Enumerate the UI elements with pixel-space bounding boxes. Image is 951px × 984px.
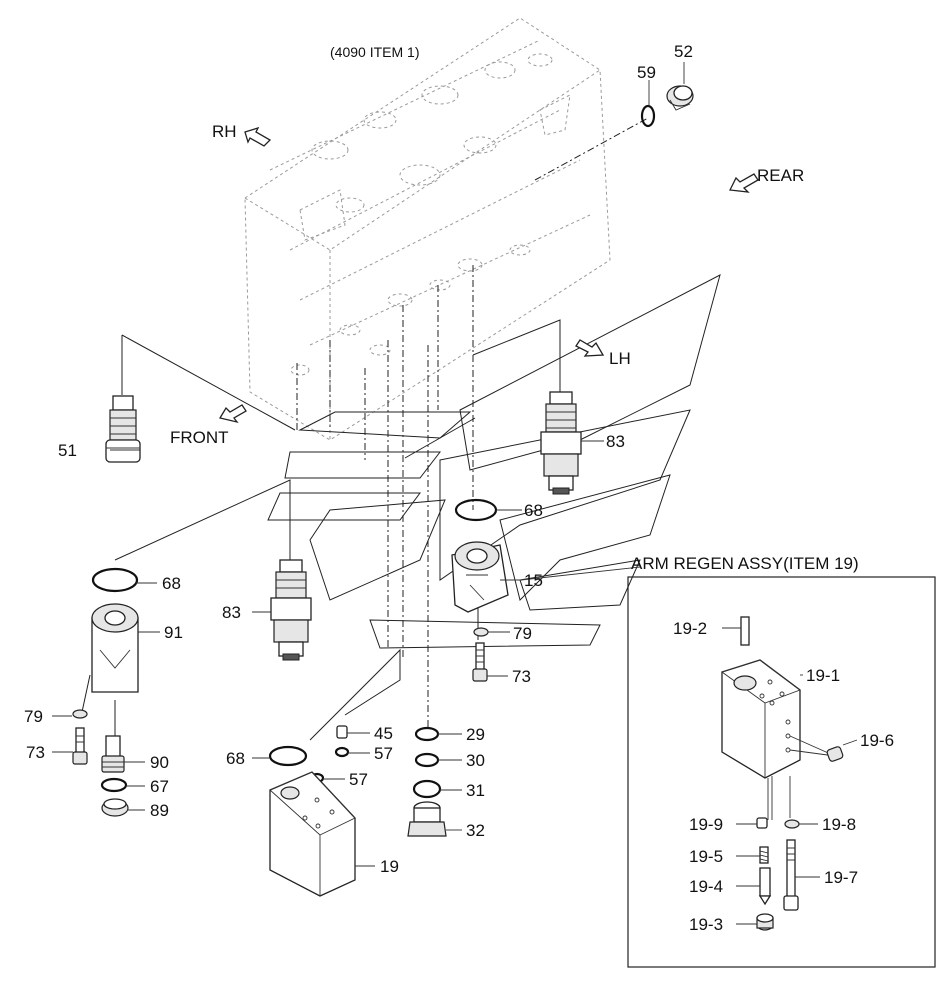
part-19-2-pin	[740, 616, 750, 646]
label-51: 51	[58, 441, 77, 460]
direction-arrows	[218, 126, 759, 424]
reference-title: (4090 ITEM 1)	[330, 44, 419, 60]
part-73-bolt-left	[72, 727, 88, 765]
direction-rh: RH	[212, 122, 237, 141]
label-91: 91	[164, 623, 183, 642]
part-51-fitting	[105, 395, 141, 463]
label-67: 67	[150, 777, 169, 796]
label-15: 15	[524, 571, 543, 590]
label-30: 30	[466, 751, 485, 770]
part-19-9-pin	[756, 817, 768, 829]
label-68-lower: 68	[226, 749, 245, 768]
part-19-6-screw	[826, 746, 844, 762]
label-19-4: 19-4	[689, 877, 723, 896]
part-73-bolt-upper	[472, 642, 488, 682]
label-19-2: 19-2	[673, 619, 707, 638]
part-79-washer-left	[72, 709, 88, 719]
direction-front: FRONT	[170, 428, 229, 447]
part-90-plug	[101, 735, 125, 773]
label-29: 29	[466, 725, 485, 744]
part-19-4-spool	[758, 867, 772, 906]
part-89-plug	[101, 798, 129, 817]
label-19-9: 19-9	[689, 815, 723, 834]
part-67-oring	[100, 777, 128, 793]
direction-rear: REAR	[757, 166, 804, 185]
exploded-leader-lines	[81, 117, 649, 755]
part-68-oring-left	[91, 567, 139, 593]
part-19-8-washer	[784, 819, 800, 829]
label-83-upper: 83	[606, 432, 625, 451]
label-68-upper: 68	[524, 501, 543, 520]
label-59: 59	[637, 63, 656, 82]
label-90: 90	[150, 753, 169, 772]
part-45-plug	[336, 725, 348, 739]
part-19-3-plug	[756, 913, 774, 931]
arm-regen-assy-frame	[627, 576, 936, 968]
label-19-7: 19-7	[824, 868, 858, 887]
label-79-left: 79	[24, 707, 43, 726]
label-19-6: 19-6	[860, 731, 894, 750]
label-57-b: 57	[349, 770, 368, 789]
label-19-5: 19-5	[689, 847, 723, 866]
part-83-upper-cartridge	[540, 391, 582, 495]
label-83-lower: 83	[222, 603, 241, 622]
part-68-oring-lower	[268, 745, 308, 767]
part-31-oring	[412, 779, 442, 799]
label-73-left: 73	[26, 743, 45, 762]
part-19-arm-regen-block	[269, 771, 356, 897]
part-19-1-block	[721, 659, 836, 820]
label-45: 45	[374, 724, 393, 743]
part-57-oring-a	[334, 746, 350, 758]
part-52-plug	[666, 85, 694, 111]
part-91-block	[91, 603, 139, 693]
label-19-1: 19-1	[806, 666, 840, 685]
assembly-title: ARM REGEN ASSY(ITEM 19)	[631, 554, 859, 573]
part-59-oring	[640, 104, 656, 128]
direction-lh: LH	[609, 349, 631, 368]
part-30-oring	[414, 752, 440, 768]
label-19: 19	[380, 857, 399, 876]
part-15-block	[451, 541, 509, 613]
label-31: 31	[466, 781, 485, 800]
label-73-upper: 73	[512, 667, 531, 686]
part-79-washer-upper	[473, 627, 489, 637]
part-68-oring-upper	[454, 498, 498, 522]
label-68-left: 68	[162, 574, 181, 593]
label-89: 89	[150, 801, 169, 820]
label-19-8: 19-8	[822, 815, 856, 834]
part-29-oring	[414, 726, 440, 742]
part-32-plug	[407, 801, 447, 837]
label-79-upper: 79	[513, 624, 532, 643]
label-32: 32	[466, 821, 485, 840]
label-19-3: 19-3	[689, 915, 723, 934]
label-leader-lines	[52, 62, 858, 925]
part-83-lower-cartridge	[270, 559, 312, 661]
part-19-5-spring	[759, 846, 769, 864]
part-19-7-bolt	[783, 839, 799, 911]
background-arrow-outline	[267, 274, 721, 649]
label-57-a: 57	[374, 744, 393, 763]
main-control-valve-outline	[244, 17, 611, 441]
label-52: 52	[674, 42, 693, 61]
